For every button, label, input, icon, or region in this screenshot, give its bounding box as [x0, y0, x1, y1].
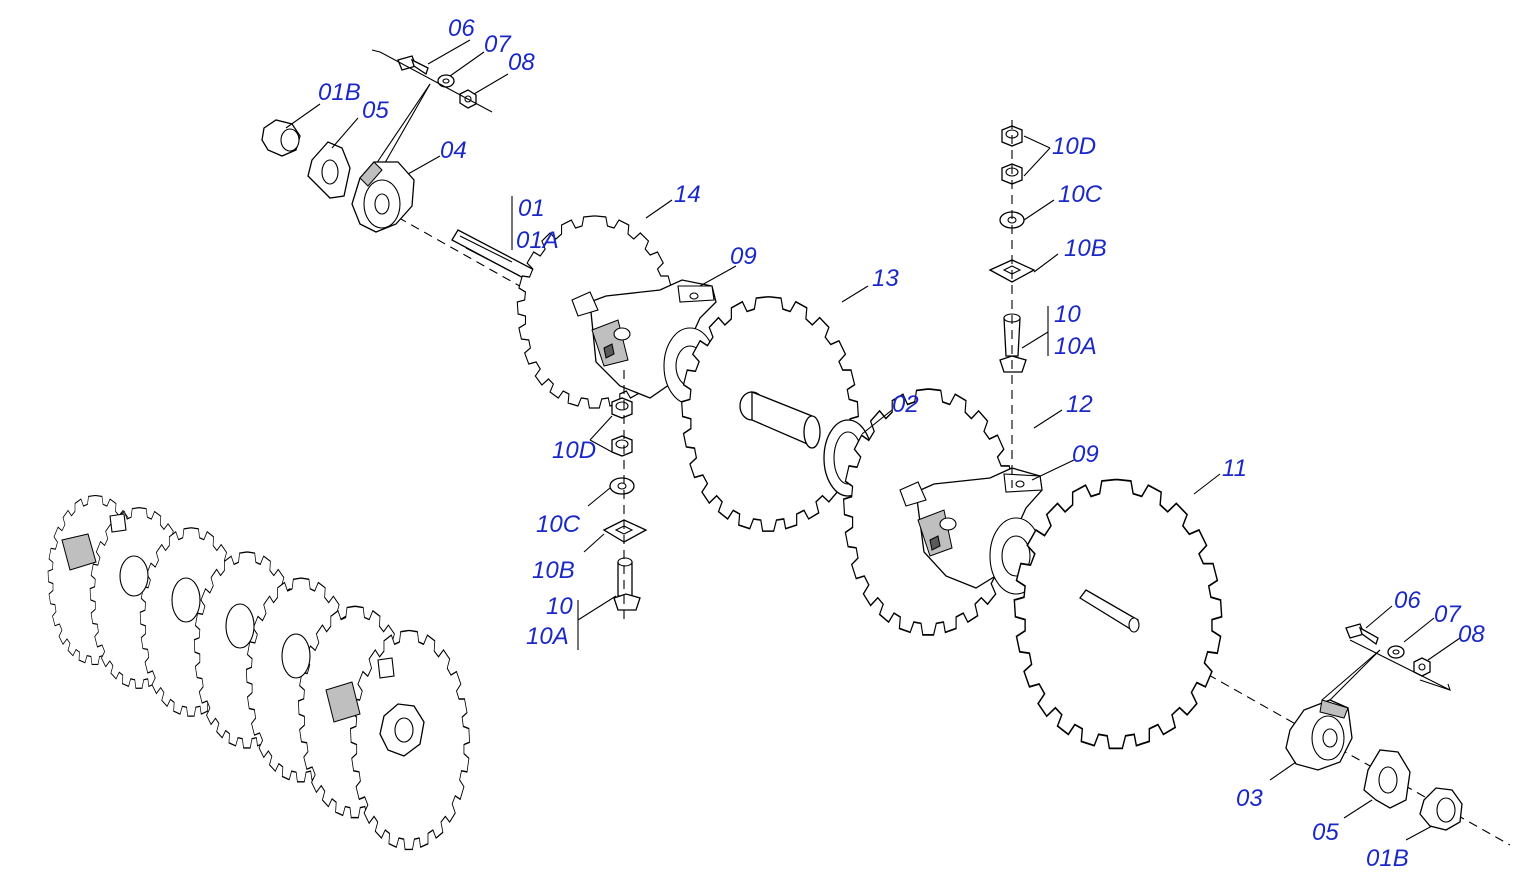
nut-10D-left-b — [611, 435, 633, 457]
label-03: 03 — [1236, 785, 1263, 812]
label-01B-top: 01B — [318, 79, 361, 106]
label-08-bottom: 08 — [1458, 621, 1485, 648]
label-08-top: 08 — [508, 49, 535, 76]
label-10B-left: 10B — [532, 557, 575, 584]
label-01A: 01A — [516, 227, 559, 254]
label-10C-right: 10C — [1058, 181, 1103, 208]
label-14: 14 — [674, 181, 701, 208]
label-12: 12 — [1066, 391, 1093, 418]
label-09-top: 09 — [730, 243, 757, 270]
bolt-06-top — [397, 55, 429, 76]
part-labels: 06 07 08 01B 05 04 01 01A 14 09 13 10D 1… — [318, 15, 1485, 872]
nut-01B-top — [261, 119, 301, 157]
label-10-left: 10 — [546, 593, 573, 620]
label-02: 02 — [892, 391, 919, 418]
spacer-spool — [739, 391, 821, 449]
label-05-top: 05 — [362, 97, 389, 124]
flange-05-top — [307, 141, 351, 199]
label-06-bottom: 06 — [1394, 587, 1421, 614]
shaft-end-stub — [1079, 589, 1140, 633]
flange-05-bottom — [1363, 749, 1411, 809]
label-09-mid: 09 — [1072, 441, 1099, 468]
label-10B-right: 10B — [1064, 235, 1107, 262]
label-10D-left: 10D — [552, 437, 596, 464]
nut-01B-bottom — [1419, 787, 1463, 831]
label-01: 01 — [518, 195, 545, 222]
square-washer-10B-left — [602, 519, 648, 543]
label-06-top: 06 — [448, 15, 475, 42]
bolt-10-right — [999, 313, 1027, 373]
bolt-10-left — [613, 557, 641, 611]
label-10A-left: 10A — [526, 623, 569, 650]
label-13: 13 — [872, 265, 899, 292]
assembled-disc-gang — [47, 494, 471, 851]
leader-lines — [285, 39, 1461, 841]
label-07-bottom: 07 — [1434, 601, 1462, 628]
label-10C-left: 10C — [536, 511, 581, 538]
washer-10C-left — [609, 477, 635, 495]
bearing-cap-03 — [1285, 699, 1353, 771]
label-01B-bottom: 01B — [1366, 845, 1409, 872]
label-05-bottom: 05 — [1312, 819, 1339, 846]
label-10D-right: 10D — [1052, 133, 1096, 160]
label-07-top: 07 — [484, 31, 512, 58]
bolt-06-bottom — [1345, 623, 1379, 646]
label-10-right: 10 — [1054, 301, 1081, 328]
label-10A-right: 10A — [1054, 333, 1097, 360]
bearing-cap-04 — [351, 161, 415, 233]
nut-10D-left-a — [611, 397, 633, 419]
label-11: 11 — [1222, 455, 1247, 482]
label-04: 04 — [440, 137, 467, 164]
